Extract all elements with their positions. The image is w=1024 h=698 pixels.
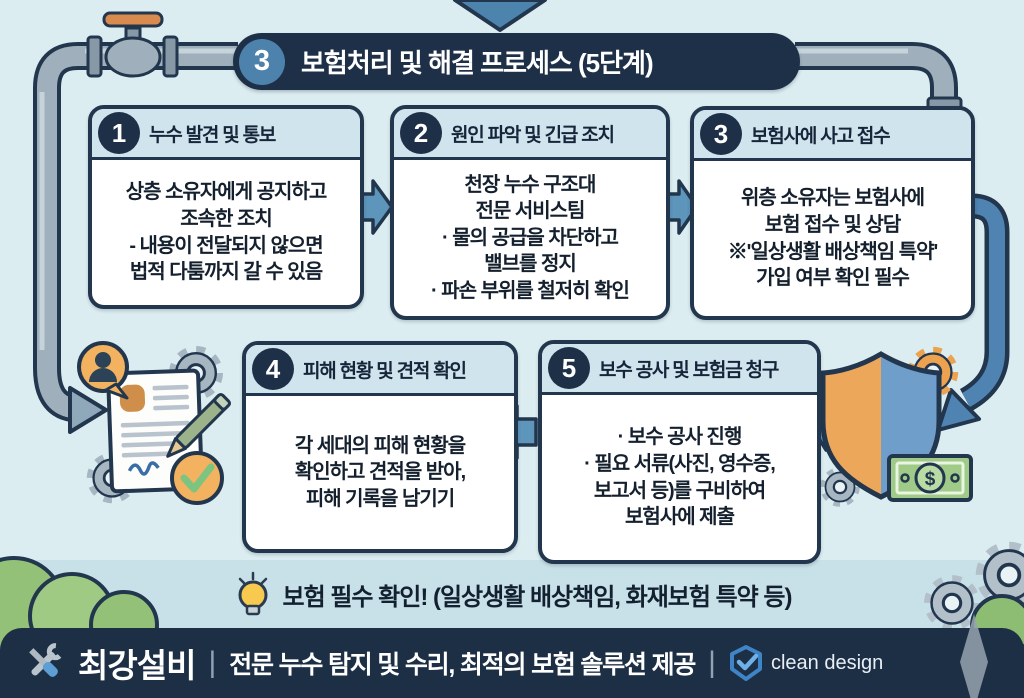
step-number-badge: 4	[252, 348, 294, 390]
document-icon	[106, 368, 204, 494]
brand-name: 최강설비	[78, 647, 196, 684]
gear-icon	[176, 353, 217, 394]
step-header: 5 보수 공사 및 보험금 청구	[542, 344, 817, 395]
step-body: 천장 누수 구조대 전문 서비스팀 · 물의 공급을 차단하고 밸브를 정지 ·…	[431, 173, 630, 302]
footer-divider: |	[708, 646, 716, 679]
signature-icon	[127, 461, 160, 476]
step-box-3: 3 보험사에 사고 접수 위층 소유자는 보험사에 보험 접수 및 상담 ※'일…	[690, 106, 975, 320]
page-title: 보험처리 및 해결 프로세스 (5단계)	[301, 48, 654, 78]
footer-divider: |	[208, 646, 217, 679]
step-title: 피해 현황 및 견적 확인	[303, 360, 467, 382]
document-illustration	[77, 341, 231, 505]
step-number-badge: 2	[400, 112, 442, 154]
step-title: 원인 파악 및 긴급 조치	[451, 124, 615, 146]
credit-logo: clean design	[729, 645, 883, 681]
lightbulb-icon	[238, 571, 267, 616]
step-header: 3 보험사에 사고 접수	[694, 110, 971, 161]
right-pipe-icon	[795, 42, 963, 114]
step-header: 2 원인 파악 및 긴급 조치	[394, 109, 666, 160]
step-box-1: 1 누수 발견 및 통보 상층 소유자에게 공지하고 조속한 조치 - 내용이 …	[88, 105, 364, 309]
check-badge-icon	[170, 451, 224, 505]
step-box-2: 2 원인 파악 및 긴급 조치 천장 누수 구조대 전문 서비스팀 · 물의 공…	[390, 105, 670, 320]
footer-bar: 최강설비 | 전문 누수 탐지 및 수리, 최적의 보험 솔루션 제공 | cl…	[0, 614, 1024, 698]
step-title: 누수 발견 및 통보	[149, 124, 276, 146]
shield-illustration: $	[820, 351, 973, 502]
step-body: 상층 소유자에게 공지하고 조속한 조치 - 내용이 전달되지 않으면 법적 다…	[125, 181, 328, 284]
step-number-badge: 5	[548, 347, 590, 389]
footer-tagline: 전문 누수 탐지 및 수리, 최적의 보험 솔루션 제공	[229, 651, 696, 679]
shield-icon	[820, 351, 942, 500]
shield-check-icon	[729, 645, 762, 681]
title-badge: 3	[239, 38, 285, 85]
avatar-bubble-icon	[77, 341, 129, 400]
tip-band-background	[0, 560, 1024, 628]
banknote-icon: $	[887, 454, 973, 502]
valve-icon	[86, 11, 179, 78]
step-body: 각 세대의 피해 현황을 확인하고 견적을 받아, 피해 기록을 남기기	[294, 434, 466, 510]
tools-icon	[29, 643, 64, 677]
valve-handle-icon	[102, 11, 164, 28]
insurance-tip: 보험 필수 확인! (일상생활 배상책임, 화재보험 특약 등)	[0, 566, 1024, 622]
step-header: 4 피해 현황 및 견적 확인	[246, 345, 514, 396]
gear-icon	[914, 353, 952, 391]
gear-icon	[93, 459, 131, 497]
step-title: 보험사에 사고 접수	[751, 125, 891, 147]
top-down-arrow-icon	[453, 0, 547, 32]
step-body: 위층 소유자는 보험사에 보험 접수 및 상담 ※'일상생활 배상책임 특약' …	[727, 187, 939, 290]
gear-icon	[825, 472, 855, 502]
step-number-badge: 3	[700, 113, 742, 155]
diamond-decoration-icon	[960, 614, 988, 698]
dollar-symbol: $	[925, 469, 936, 490]
step-header: 1 누수 발견 및 통보	[92, 109, 360, 160]
title-banner: 3 보험처리 및 해결 프로세스 (5단계)	[233, 33, 800, 90]
step-title: 보수 공사 및 보험금 청구	[599, 359, 779, 381]
pipe-elbow-arrow-icon	[33, 350, 108, 434]
credit-text: clean design	[770, 651, 884, 674]
step-body: · 보수 공사 진행 · 필요 서류(사진, 영수증, 보고서 등)를 구비하여…	[584, 426, 776, 529]
step-box-4: 4 피해 현황 및 견적 확인 각 세대의 피해 현황을 확인하고 견적을 받아…	[242, 341, 518, 553]
step-box-5: 5 보수 공사 및 보험금 청구 · 보수 공사 진행 · 필요 서류(사진, …	[538, 340, 821, 564]
tip-text: 보험 필수 확인! (일상생활 배상책임, 화재보험 특약 등)	[282, 583, 793, 611]
pencil-icon	[166, 393, 231, 458]
step-number-badge: 1	[98, 112, 140, 154]
